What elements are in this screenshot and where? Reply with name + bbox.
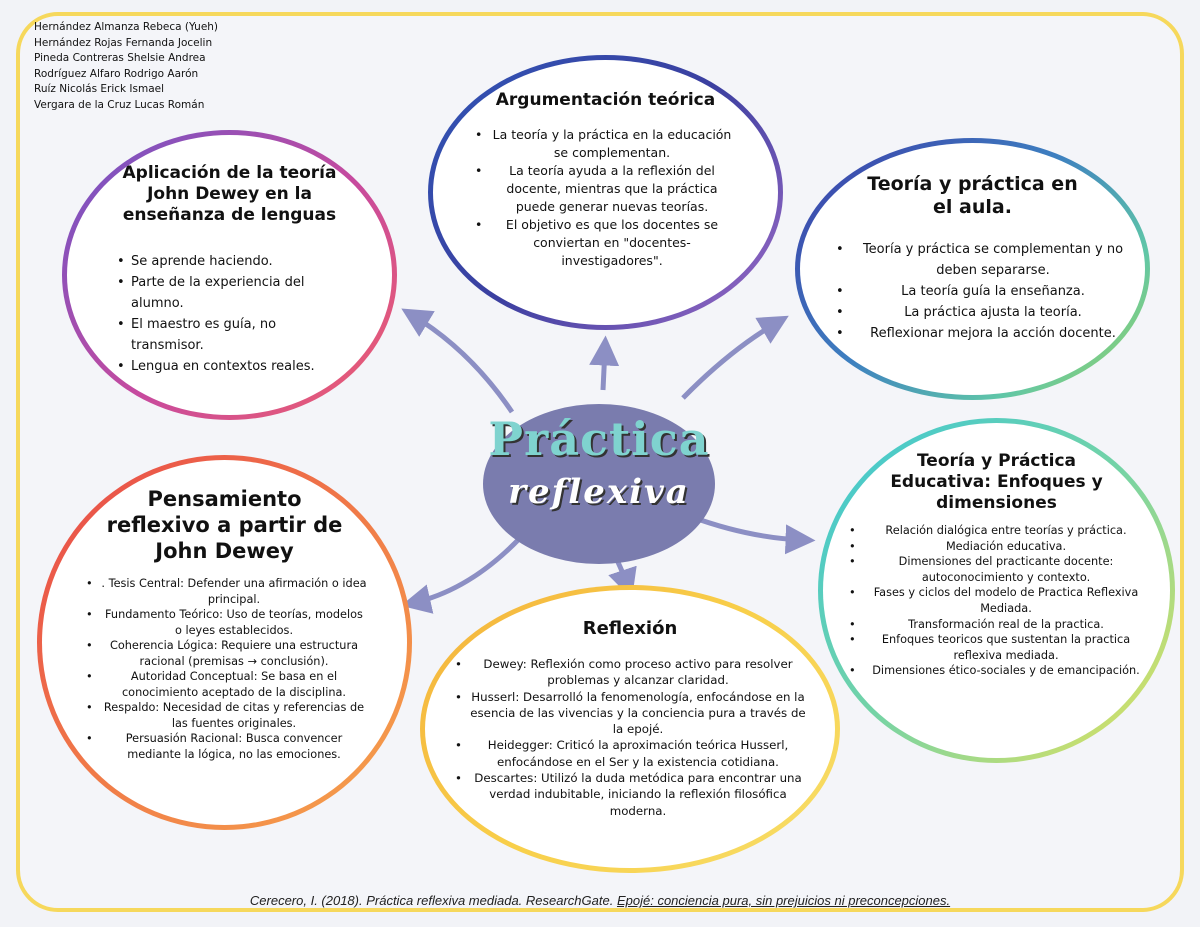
- center-title: Práctica: [488, 412, 710, 466]
- title-line: Pensamiento: [147, 487, 302, 511]
- citation: Cerecero, I. (2018). Práctica reflexiva …: [0, 893, 1200, 908]
- citation-link[interactable]: Epojé: conciencia pura, sin prejuicios n…: [616, 893, 951, 908]
- title-line: Teoría y práctica en: [867, 173, 1078, 195]
- title-line: enseñanza de lenguas: [122, 205, 337, 225]
- list-item: Coherencia Lógica: Requiere una estructu…: [86, 638, 368, 669]
- list-item: Dimensiones ético-sociales y de emancipa…: [849, 663, 1149, 679]
- title-line: Aplicación de la teoría: [122, 163, 337, 183]
- list-item: Dimensiones del practicante docente: aut…: [849, 554, 1149, 585]
- title-line: Argumentación teórica: [495, 90, 716, 110]
- list-item: Persuasión Racional: Busca convencer med…: [86, 731, 368, 762]
- title-line: dimensiones: [936, 493, 1057, 513]
- points-list: Se aprende haciendo. Parte de la experie…: [117, 251, 343, 377]
- arrow-to-aplicacion: [401, 308, 515, 414]
- node-title: Pensamiento reflexivo a partir de John D…: [42, 486, 407, 564]
- node-enfoques: Teoría y Práctica Educativa: Enfoques y …: [818, 418, 1175, 763]
- list-item: La práctica ajusta la teoría.: [836, 302, 1136, 323]
- list-item: Fundamento Teórico: Uso de teorías, mode…: [86, 607, 368, 638]
- arrow-to-enfoques: [691, 514, 816, 555]
- list-item: Reflexionar mejora la acción docente.: [836, 323, 1136, 344]
- list-item: Transformación real de la practica.: [849, 617, 1149, 633]
- node-title: Aplicación de la teoría John Dewey en la…: [67, 163, 392, 226]
- node-reflexion: Reflexión Dewey: Reflexión como proceso …: [420, 585, 840, 873]
- list-item: La teoría y la práctica en la educación …: [475, 126, 735, 162]
- center-topic: Práctica reflexiva: [483, 404, 715, 564]
- list-item: Fases y ciclos del modelo de Practica Re…: [849, 585, 1149, 616]
- list-item: El objetivo es que los docentes se convi…: [475, 216, 735, 270]
- node-pensamiento: Pensamiento reflexivo a partir de John D…: [37, 455, 412, 830]
- center-subtitle: reflexiva: [508, 472, 690, 512]
- list-item: Mediación educativa.: [849, 539, 1149, 555]
- title-line: John Dewey en la: [147, 184, 312, 204]
- list-item: Teoría y práctica se complementan y no d…: [836, 239, 1136, 281]
- citation-text: Cerecero, I. (2018). Práctica reflexiva …: [249, 893, 614, 908]
- node-aplicacion: Aplicación de la teoría John Dewey en la…: [62, 130, 397, 420]
- arrow-to-teoria-aula: [681, 315, 789, 400]
- list-item: Enfoques teoricos que sustentan la pract…: [849, 632, 1149, 663]
- list-item: Husserl: Desarrolló la fenomenología, en…: [455, 689, 807, 738]
- node-title: Argumentación teórica: [433, 90, 778, 111]
- list-item: Relación dialógica entre teorías y práct…: [849, 523, 1149, 539]
- points-list: Dewey: Reflexión como proceso activo par…: [455, 656, 807, 819]
- node-title: Teoría y Práctica Educativa: Enfoques y …: [823, 451, 1170, 514]
- list-item: Descartes: Utilizó la duda metódica para…: [455, 770, 807, 819]
- list-item: El maestro es guía, no transmisor.: [117, 314, 343, 356]
- points-list: La teoría y la práctica en la educación …: [475, 126, 735, 270]
- title-line: Educativa: Enfoques y: [890, 472, 1103, 492]
- list-item: Se aprende haciendo.: [117, 251, 343, 272]
- points-list: . Tesis Central: Defender una afirmación…: [86, 576, 368, 762]
- arrow-to-pensamiento: [400, 536, 522, 614]
- author-name: Hernández Almanza Rebeca (Yueh): [34, 21, 219, 33]
- authors-list: Hernández Almanza Rebeca (Yueh) Hernánde…: [34, 20, 218, 113]
- title-line: John Dewey: [155, 539, 294, 563]
- list-item: La teoría ayuda a la reflexión del docen…: [475, 162, 735, 216]
- list-item: Autoridad Conceptual: Se basa en el cono…: [86, 669, 368, 700]
- points-list: Relación dialógica entre teorías y práct…: [849, 523, 1149, 679]
- list-item: Dewey: Reflexión como proceso activo par…: [455, 656, 807, 689]
- node-teoria-aula: Teoría y práctica en el aula. Teoría y p…: [795, 138, 1150, 400]
- list-item: Lengua en contextos reales.: [117, 356, 343, 377]
- arrow-to-argumentacion: [589, 335, 620, 391]
- title-line: Reflexión: [582, 618, 678, 639]
- list-item: Respaldo: Necesidad de citas y referenci…: [86, 700, 368, 731]
- author-name: Ruíz Nicolás Erick Ismael: [34, 83, 165, 95]
- list-item: . Tesis Central: Defender una afirmación…: [86, 576, 368, 607]
- title-line: Teoría y Práctica: [916, 451, 1077, 471]
- author-name: Vergara de la Cruz Lucas Román: [34, 98, 205, 111]
- author-name: Hernández Rojas Fernanda Jocelin: [34, 36, 213, 49]
- author-name: Pineda Contreras Shelsie Andrea: [34, 52, 206, 64]
- list-item: Heidegger: Criticó la aproximación teóri…: [455, 737, 807, 770]
- title-line: el aula.: [933, 196, 1012, 218]
- arrow-to-reflexion: [608, 558, 637, 599]
- list-item: Parte de la experiencia del alumno.: [117, 272, 343, 314]
- list-item: La teoría guía la enseñanza.: [836, 281, 1136, 302]
- node-argumentacion: Argumentación teórica La teoría y la prá…: [428, 55, 783, 330]
- author-name: Rodríguez Alfaro Rodrigo Aarón: [34, 67, 199, 80]
- node-title: Reflexión: [425, 618, 835, 640]
- points-list: Teoría y práctica se complementan y no d…: [836, 239, 1136, 344]
- node-title: Teoría y práctica en el aula.: [800, 173, 1145, 219]
- title-line: reflexivo a partir de: [106, 513, 343, 537]
